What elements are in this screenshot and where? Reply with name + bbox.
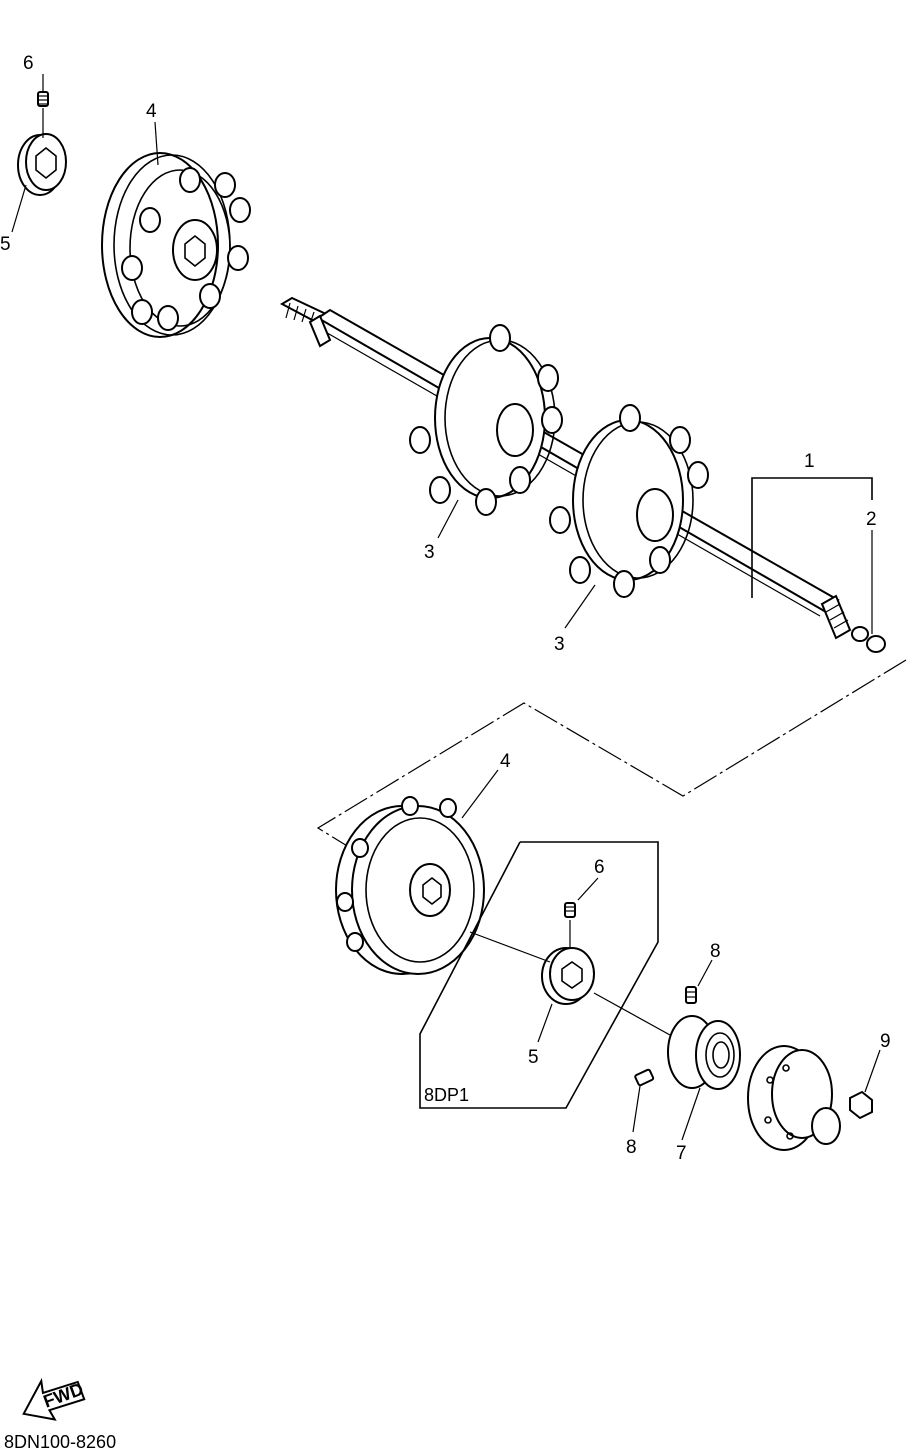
part-1-drive-shaft [279, 296, 852, 640]
part-9-nut [849, 1090, 873, 1120]
leader-lines-top [11, 74, 873, 634]
part-6-set-screw-top [37, 91, 49, 107]
part-2-end-plug [851, 626, 886, 653]
dashed-connection-outline [316, 659, 907, 861]
part-5-collar-top [17, 133, 67, 196]
callout-8-lower: 8 [626, 1137, 637, 1158]
part-5-collar-bottom [541, 947, 595, 1005]
callout-7: 7 [676, 1143, 687, 1164]
diagram-code: 8DN100-8260 [4, 1432, 116, 1452]
group-frame-8dp1 [419, 841, 659, 1109]
callout-1: 1 [804, 451, 815, 472]
callout-4-bottom: 4 [500, 751, 511, 772]
part-8-set-screw-upper [685, 986, 697, 1004]
leader-lines-bottom [461, 769, 881, 1141]
callout-2: 2 [866, 509, 877, 530]
callout-6-bottom: 6 [594, 857, 605, 878]
callout-bracket-1 [751, 477, 873, 598]
part-6-set-screw-bottom [564, 902, 576, 918]
callout-4-top: 4 [146, 101, 157, 122]
callout-6-top: 6 [23, 53, 34, 74]
part-8-set-screw-lower [634, 1068, 655, 1087]
callout-3b: 3 [554, 634, 565, 655]
part-7-bearing [667, 1015, 741, 1090]
fwd-arrow-icon [22, 1377, 86, 1421]
callout-5-top: 5 [0, 234, 11, 255]
group-label-8dp1: 8DP1 [424, 1085, 469, 1105]
part-4-sprocket-wheel-bottom [335, 796, 485, 975]
callout-9: 9 [880, 1031, 891, 1052]
callout-3a: 3 [424, 542, 435, 563]
hub-flange [747, 1045, 841, 1151]
part-4-sprocket-wheel-top [101, 152, 251, 338]
part-3-sprocket-b [549, 404, 709, 598]
callout-5-bottom: 5 [528, 1047, 539, 1068]
callout-8-upper: 8 [710, 941, 721, 962]
part-3-sprocket-a [409, 324, 563, 516]
